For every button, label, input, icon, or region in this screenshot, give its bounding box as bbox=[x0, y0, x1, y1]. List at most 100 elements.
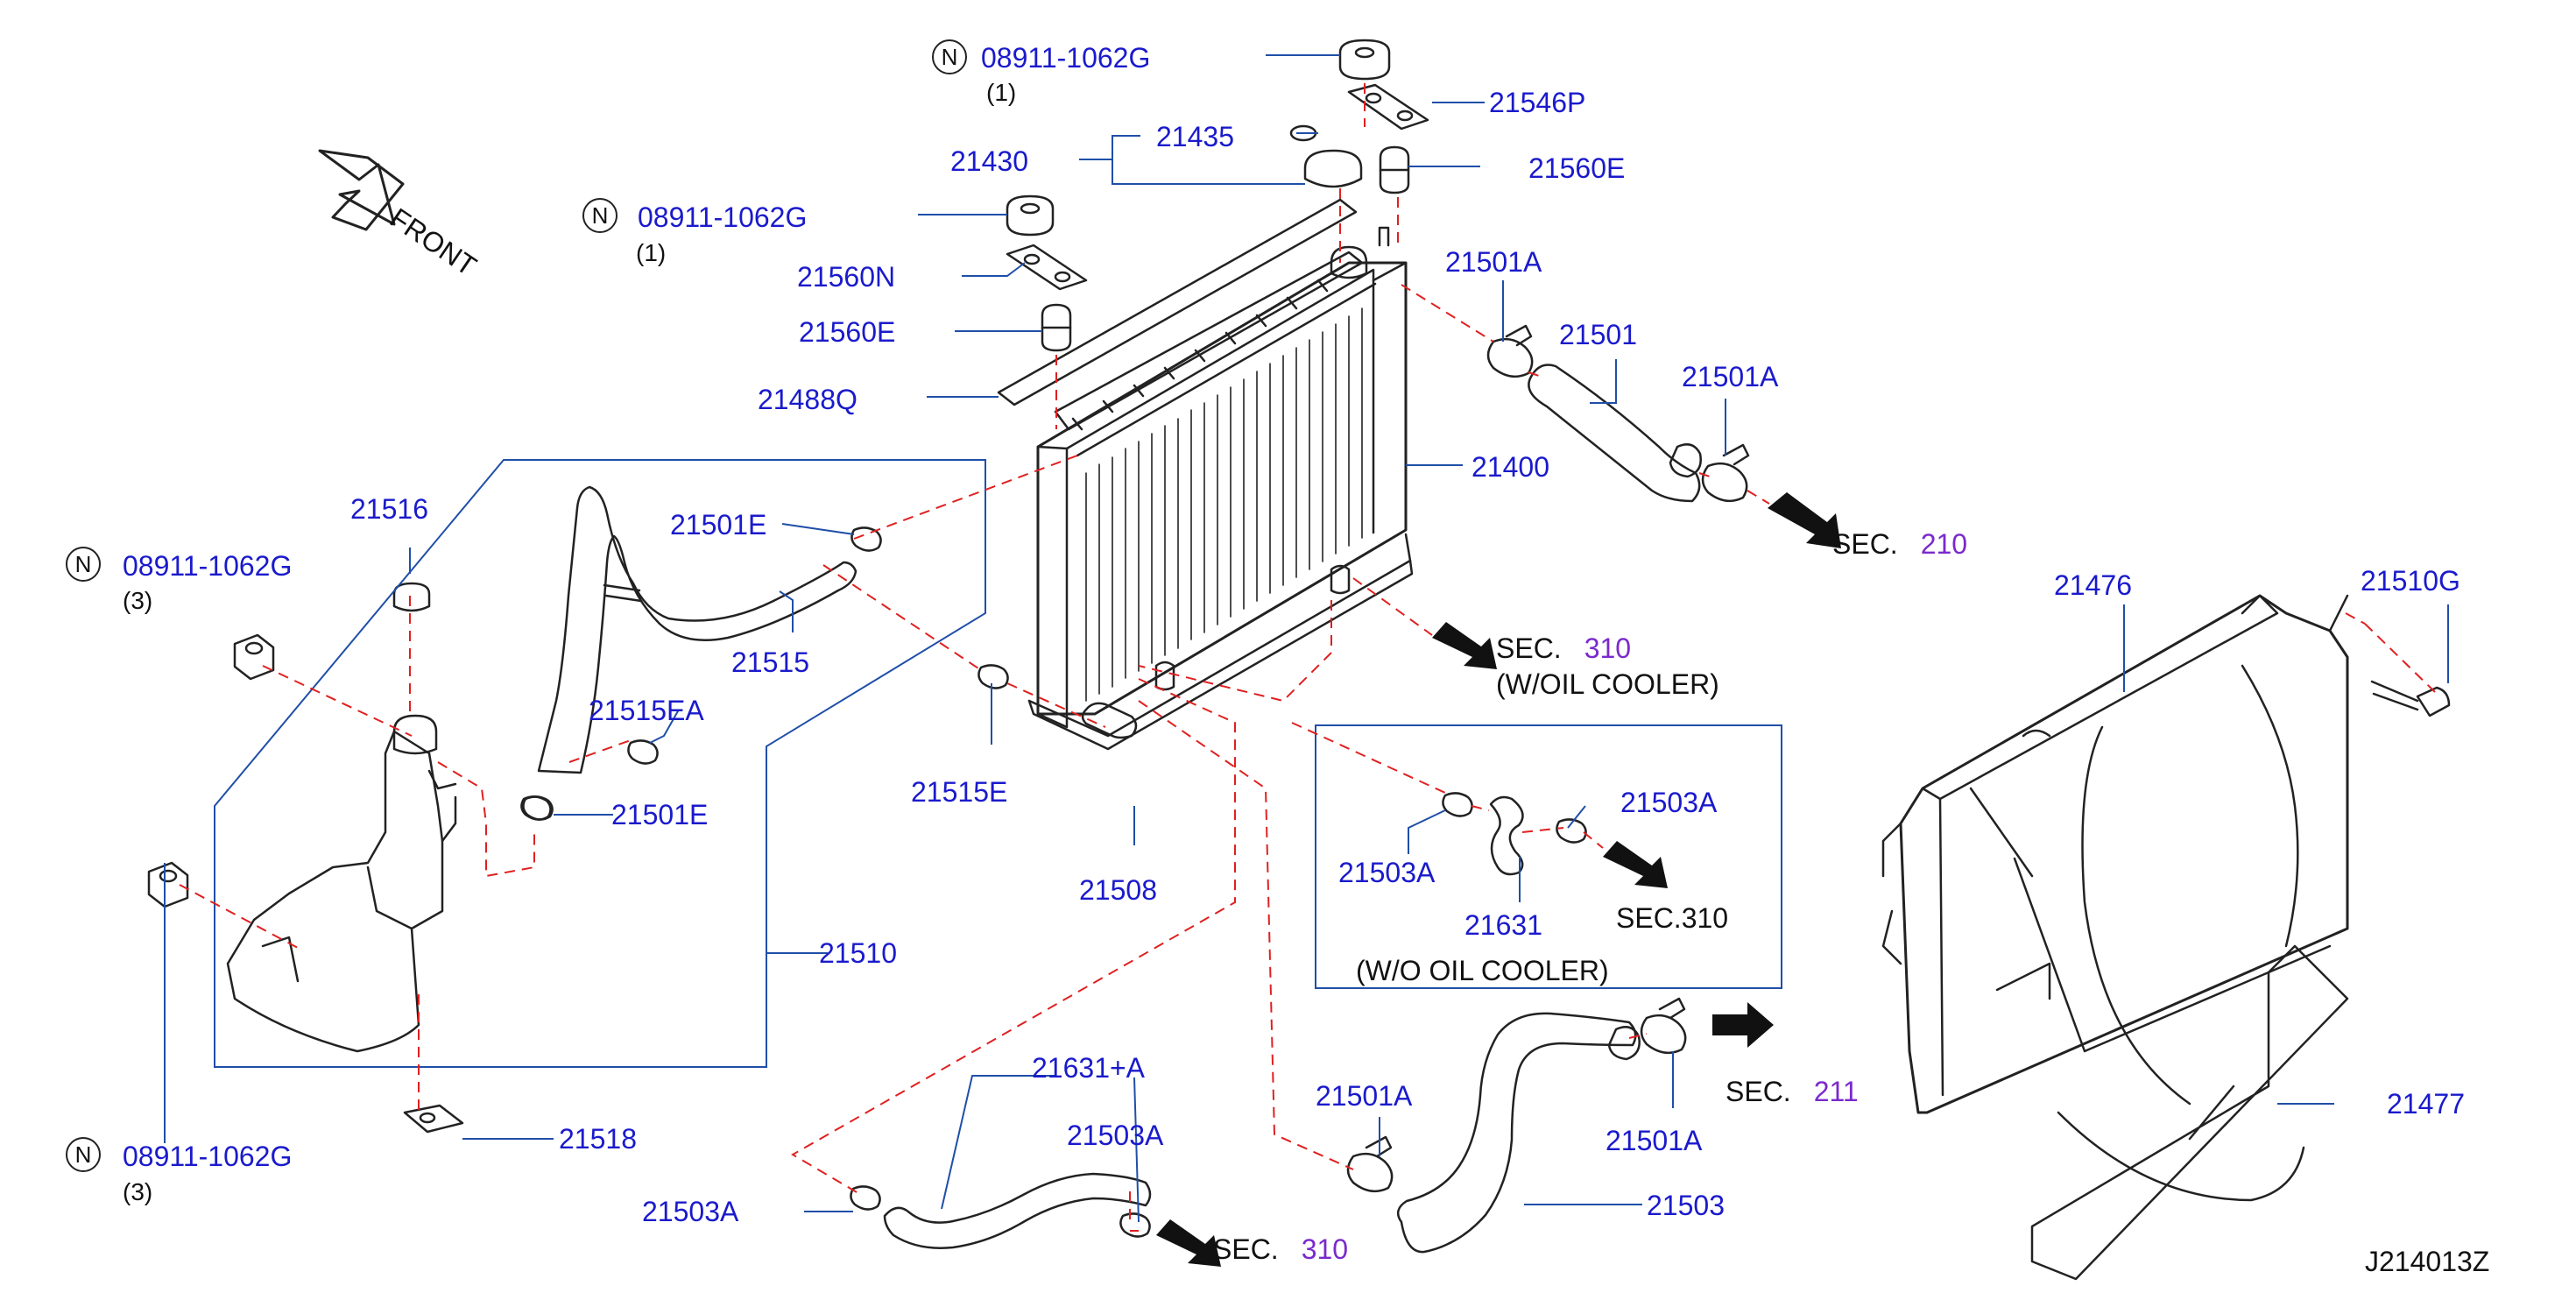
part-label-21546p[interactable]: 21546P bbox=[1489, 87, 1586, 118]
guide-line bbox=[822, 564, 1106, 728]
hose-kink-icon bbox=[603, 583, 643, 603]
guide-line bbox=[179, 884, 299, 949]
section-ref-310-w-oil-cooler[interactable]: SEC.310 bbox=[1496, 634, 1631, 662]
part-label-21501a[interactable]: 21501A bbox=[1682, 361, 1779, 392]
guide-line bbox=[2364, 623, 2436, 693]
part-qty: (3) bbox=[123, 587, 153, 614]
part-qty: (1) bbox=[636, 239, 667, 266]
guide-line bbox=[853, 455, 1078, 540]
fan-shroud-icon bbox=[1899, 594, 2349, 1114]
part-label-21503a[interactable]: 21503A bbox=[1338, 857, 1436, 888]
part-label-08911-1062g[interactable]: 08911-1062G bbox=[123, 1141, 293, 1172]
section-ref-prefix: SEC. bbox=[1726, 1076, 1791, 1107]
part-label-21503a[interactable]: 21503A bbox=[1620, 787, 1718, 818]
leader-line bbox=[1079, 135, 1305, 185]
section-ref-310[interactable]: SEC.310 bbox=[1616, 904, 1728, 932]
section-ref-211[interactable]: SEC. 211 bbox=[1726, 1077, 1859, 1106]
section-arrow-icon bbox=[1603, 841, 1668, 888]
hose-clamp-icon bbox=[850, 526, 882, 552]
part-label-21501a[interactable]: 21501A bbox=[1606, 1125, 1703, 1156]
part-label-21510g[interactable]: 21510G bbox=[2361, 565, 2460, 597]
rubber-mount-icon bbox=[1041, 303, 1072, 352]
radiator-fins-icon bbox=[1085, 307, 1363, 702]
part-label-21501a[interactable]: 21501A bbox=[1445, 246, 1542, 278]
nut-symbol-icon: N bbox=[582, 198, 618, 233]
section-ref-310[interactable]: SEC.310 bbox=[1213, 1235, 1348, 1263]
guide-line bbox=[1138, 700, 1354, 1170]
part-label-21501a[interactable]: 21501A bbox=[1316, 1080, 1413, 1112]
part-label-08911-1062g[interactable]: 08911-1062G bbox=[638, 201, 808, 233]
part-label-21503a[interactable]: 21503A bbox=[1067, 1120, 1164, 1151]
section-arrow-icon bbox=[1768, 492, 1841, 548]
part-label-21560e[interactable]: 21560E bbox=[1528, 152, 1626, 184]
leader-line bbox=[1590, 359, 1617, 404]
hose-clamp-icon bbox=[850, 1185, 881, 1211]
part-label-08911-1062g[interactable]: 08911-1062G bbox=[981, 42, 1151, 74]
nut-icon bbox=[1006, 194, 1055, 237]
part-label-21477[interactable]: 21477 bbox=[2387, 1088, 2465, 1120]
part-label-21631a[interactable]: 21631+A bbox=[1032, 1052, 1146, 1084]
part-label-21435[interactable]: 21435 bbox=[1156, 121, 1234, 152]
leader-line bbox=[649, 709, 680, 744]
section-ref-prefix: SEC.310 bbox=[1616, 902, 1729, 934]
radiator-filler-neck-icon bbox=[1330, 226, 1390, 279]
bracket-icon bbox=[1347, 83, 1429, 131]
part-label-21508[interactable]: 21508 bbox=[1079, 874, 1157, 906]
part-label-21501e[interactable]: 21501E bbox=[611, 799, 709, 830]
nut-icon bbox=[233, 633, 275, 681]
lower-shroud-icon bbox=[2030, 944, 2349, 1281]
reservoir-hose-icon bbox=[537, 485, 857, 774]
reservoir-detail-icon bbox=[261, 769, 457, 983]
part-label-21400[interactable]: 21400 bbox=[1471, 451, 1549, 483]
part-label-21503[interactable]: 21503 bbox=[1647, 1190, 1725, 1221]
radiator-top-tank-icon bbox=[1054, 251, 1364, 431]
part-label-21476[interactable]: 21476 bbox=[2054, 569, 2132, 601]
guide-line bbox=[262, 596, 413, 737]
hose-clamp-icon bbox=[1556, 818, 1587, 844]
section-ref-number: 211 bbox=[1813, 1076, 1859, 1107]
seal-strip-icon bbox=[997, 198, 1358, 406]
part-label-21560n[interactable]: 21560N bbox=[797, 261, 896, 293]
drain-plug-icon bbox=[1081, 702, 1138, 739]
bracket-icon bbox=[403, 1104, 464, 1134]
section-arrow-icon bbox=[1432, 622, 1497, 669]
hose-clamp-icon bbox=[1346, 1135, 1394, 1193]
part-label-21503a[interactable]: 21503A bbox=[642, 1196, 739, 1227]
part-qty: (1) bbox=[986, 79, 1017, 106]
part-label-21631[interactable]: 21631 bbox=[1464, 909, 1542, 941]
bolt-icon bbox=[2370, 680, 2451, 717]
part-qty: (3) bbox=[123, 1178, 153, 1205]
part-label-21515ea[interactable]: 21515EA bbox=[589, 695, 704, 726]
part-label-21430[interactable]: 21430 bbox=[950, 145, 1028, 177]
hose-clamp-icon bbox=[977, 664, 1009, 689]
section-ref-prefix: SEC. bbox=[1496, 632, 1562, 664]
hose-clamp-icon bbox=[1119, 1212, 1151, 1238]
reservoir-cap-icon bbox=[392, 582, 431, 612]
part-label-21501[interactable]: 21501 bbox=[1559, 319, 1637, 350]
section-arrow-icon bbox=[1712, 1002, 1774, 1048]
hose-clamp-icon bbox=[522, 795, 554, 821]
section-ref-210[interactable]: SEC.210 bbox=[1832, 530, 1967, 558]
fan-shroud-detail-icon bbox=[1881, 594, 2349, 1106]
part-label-21488q[interactable]: 21488Q bbox=[758, 384, 857, 415]
nut-symbol-icon: N bbox=[932, 39, 967, 74]
part-label-21515e[interactable]: 21515E bbox=[911, 776, 1008, 808]
part-label-08911-1062g[interactable]: 08911-1062G bbox=[123, 550, 293, 582]
hose-end-icon bbox=[1607, 1026, 1641, 1061]
w-oil-cooler-note: (W/OIL COOLER) bbox=[1496, 668, 1719, 700]
part-label-21518[interactable]: 21518 bbox=[559, 1123, 637, 1155]
wo-oil-cooler-box bbox=[1315, 724, 1782, 989]
nut-symbol-icon: N bbox=[66, 547, 101, 582]
hose-clamp-icon bbox=[1701, 443, 1750, 503]
lower-hose-icon bbox=[1396, 1012, 1637, 1254]
reservoir-group-box bbox=[214, 459, 986, 1068]
hose-end-icon bbox=[1669, 443, 1702, 478]
section-ref-number: 310 bbox=[1301, 1233, 1349, 1265]
part-label-21501e[interactable]: 21501E bbox=[670, 509, 767, 540]
radiator-icon bbox=[1027, 261, 1414, 751]
part-label-21510[interactable]: 21510 bbox=[819, 937, 897, 969]
part-label-21560e[interactable]: 21560E bbox=[799, 316, 896, 348]
part-label-21516[interactable]: 21516 bbox=[350, 493, 428, 525]
hose-clamp-icon bbox=[1442, 792, 1473, 817]
part-label-21515[interactable]: 21515 bbox=[731, 646, 809, 678]
